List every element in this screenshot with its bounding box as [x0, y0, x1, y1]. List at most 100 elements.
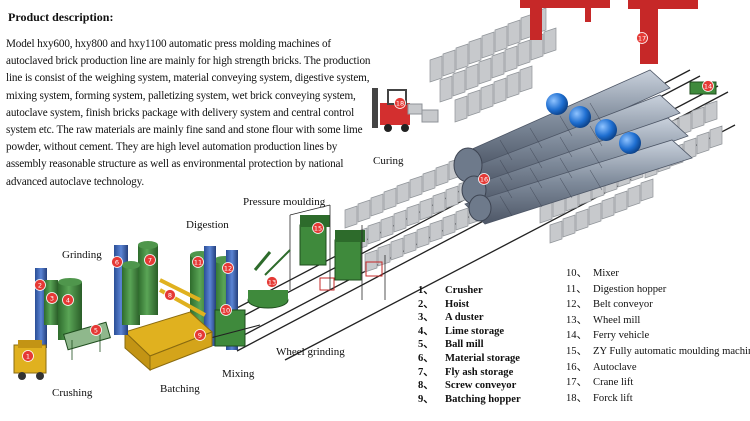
brick-stack: [403, 231, 417, 255]
legend-item: 17、Crane lift: [566, 377, 750, 393]
legend-label: Lime storage: [445, 325, 505, 337]
step-marker-number: 10: [222, 307, 230, 315]
brick-stack: [709, 125, 723, 149]
brick-stack: [614, 190, 628, 214]
step-marker-circle: [266, 276, 278, 288]
legend-label: Hoist: [445, 298, 470, 310]
brick-stack: [562, 214, 576, 238]
step-marker-number: 7: [148, 257, 152, 265]
step-marker-circle: [222, 262, 234, 274]
legend-item: 5、Ball mill: [418, 339, 521, 353]
brick-stack: [467, 89, 481, 117]
legend-number: 1、: [418, 285, 434, 296]
legend-number: 11、: [566, 283, 587, 295]
legend-label: Fly ash storage: [445, 366, 514, 378]
legend-item: 11、 Digestion hopper: [566, 284, 750, 300]
brick-stack: [504, 45, 518, 73]
legend-label: Crusher: [445, 285, 483, 296]
legend-item: 7、Fly ash storage: [418, 367, 521, 381]
legend-number: 17、: [566, 377, 588, 389]
legend-number: 16、: [566, 361, 588, 373]
step-marker-circle: [34, 279, 46, 291]
brick-stack: [383, 187, 397, 211]
step-marker-number: 1: [26, 353, 30, 361]
moulding-machines: [289, 204, 386, 300]
legend-number: 6、: [418, 352, 434, 364]
legend-item: 8、 Screw conveyor: [418, 380, 521, 394]
brick-stack: [377, 243, 391, 267]
brick-stack: [704, 100, 718, 124]
brick-stack: [696, 131, 710, 155]
step-marker-number: 18: [396, 100, 404, 108]
label-grinding: Grinding: [62, 249, 102, 261]
brick-stack: [380, 215, 394, 239]
brick-stack: [406, 203, 420, 227]
legend-number: 4、: [418, 325, 434, 337]
legend-item: 6、Material storage: [418, 353, 521, 367]
brick-stack: [575, 208, 589, 232]
brick-stack: [416, 225, 430, 249]
brick-stack: [393, 209, 407, 233]
step-marker-circle: [46, 292, 58, 304]
legend-label: Belt conveyor: [593, 299, 653, 311]
legend-label: Mixer: [593, 268, 619, 279]
wheel-mill: [247, 249, 291, 309]
brick-stack: [439, 75, 453, 103]
legend-number: 8、: [418, 380, 434, 392]
brick-stack: [491, 51, 505, 79]
legend-label: Forck lift: [593, 392, 633, 404]
step-marker-circle: [312, 222, 324, 234]
legend-label: Autoclave: [593, 361, 637, 373]
step-marker-number: 14: [704, 83, 712, 91]
step-marker-circle: [192, 256, 204, 268]
step-marker-number: 11: [194, 259, 202, 267]
brick-stack: [367, 221, 381, 245]
brick-stack: [445, 185, 459, 209]
legend-label: Digestion hopper: [593, 283, 667, 295]
legend-item: 2、Hoist: [418, 299, 521, 313]
brick-stack: [396, 181, 410, 205]
step-marker-circle: [220, 304, 232, 316]
legend-label: Ferry vehicle: [593, 330, 650, 342]
step-marker-circle: [90, 324, 102, 336]
brick-stack: [419, 197, 433, 221]
legend-label: A duster: [445, 312, 484, 324]
legend-item: 12、Belt conveyor: [566, 299, 750, 315]
brick-stack: [442, 213, 456, 237]
step-marker-number: 9: [198, 332, 202, 340]
legend-item: 14、Ferry vehicle: [566, 330, 750, 346]
label-digestion: Digestion: [186, 219, 229, 231]
brick-stack: [435, 163, 449, 187]
legend-label: Screw conveyor: [445, 380, 517, 392]
brick-stack: [517, 39, 531, 67]
legend-number: 9、: [418, 393, 434, 405]
label-mixing: Mixing: [222, 368, 255, 380]
legend-item: 13、Wheel mill: [566, 315, 750, 331]
legend-number: 15、: [566, 345, 588, 357]
brick-stack: [442, 49, 456, 77]
step-marker-circle: [111, 256, 123, 268]
step-marker-number: 5: [94, 327, 98, 335]
brick-stack: [494, 25, 508, 53]
legend-item: 3、 A duster: [418, 312, 521, 326]
brick-stack: [507, 19, 521, 47]
brick-stack: [454, 95, 468, 123]
step-marker-circle: [144, 254, 156, 266]
step-marker-number: 13: [268, 279, 276, 287]
brick-stack: [429, 55, 443, 83]
step-marker-circle: [478, 173, 490, 185]
step-marker-number: 12: [224, 265, 232, 273]
step-marker-circle: [702, 80, 714, 92]
legend-item: 9、Batching hopper: [418, 394, 521, 408]
legend-item: 10、Mixer: [566, 268, 750, 284]
legend-item: 18、 Forck lift: [566, 393, 750, 409]
legend-number: 18、: [566, 392, 588, 404]
brick-stack: [364, 249, 378, 273]
label-curing: Curing: [373, 155, 404, 167]
step-marker-circle: [194, 329, 206, 341]
brick-stack: [422, 169, 436, 193]
legend-number: 3、: [418, 312, 434, 324]
legend-item: 16、 Autoclave: [566, 362, 750, 378]
